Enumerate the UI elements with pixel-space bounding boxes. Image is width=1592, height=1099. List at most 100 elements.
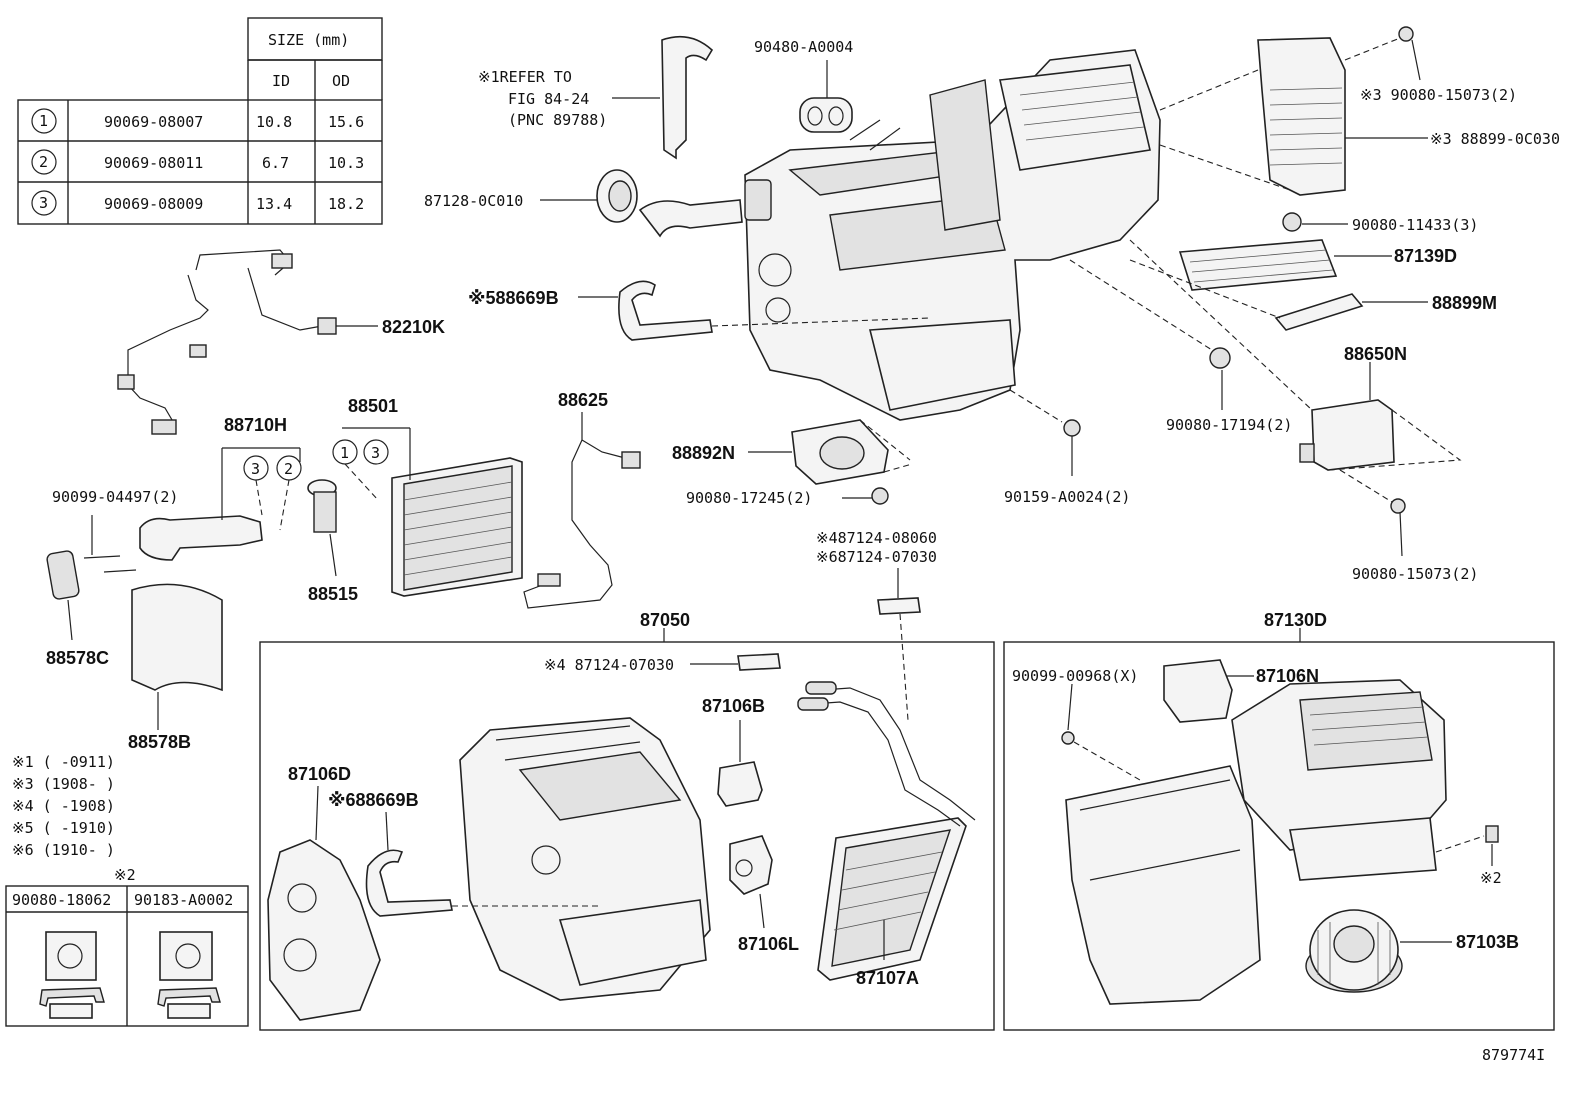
- label-88578B: 88578B: [128, 732, 191, 752]
- sensor-88625: [523, 412, 641, 609]
- filter-87139D: [1178, 239, 1392, 291]
- applicability-notes: ※1 ( -0911) ※3 (1908- ) ※4 ( -1908) ※5 (…: [12, 753, 115, 859]
- label-90080-17245: 90080-17245(2): [686, 489, 812, 507]
- note-1: ※1 ( -0911): [12, 753, 115, 771]
- bolt-90159-A0024: [1009, 389, 1081, 476]
- hose-88669B-top: [578, 280, 931, 341]
- size-table-header: SIZE (mm): [268, 31, 349, 49]
- size-table-col-od: OD: [332, 72, 350, 90]
- valve-88515: [307, 479, 337, 577]
- svg-text:(PNC 89788): (PNC 89788): [508, 111, 607, 129]
- note-4: ※4 ( -1908): [12, 797, 115, 815]
- size-row-od: 10.3: [328, 154, 364, 172]
- blower-case-87130D: [1065, 679, 1447, 1005]
- clip-table-title: ※2: [114, 866, 136, 884]
- hose-88669B-bot: [365, 811, 600, 917]
- label-88892N: 88892N: [672, 443, 735, 463]
- label-87107A: 87107A: [856, 968, 919, 988]
- label-88501: 88501: [348, 396, 398, 416]
- clip-table-col2: 90183-A0002: [134, 891, 233, 909]
- clip-table-col1: 90080-18062: [12, 891, 111, 909]
- label-88899M: 88899M: [1432, 293, 1497, 313]
- mark-1: 1: [340, 444, 349, 462]
- evaporator-88501: 1 3: [332, 427, 523, 597]
- size-row-mark: 2: [39, 153, 48, 171]
- label-90080-17194: 90080-17194(2): [1166, 416, 1292, 434]
- label-82210K: 82210K: [382, 317, 445, 337]
- mark-2: 2: [284, 460, 293, 478]
- bolts-90099-04497: [83, 515, 137, 573]
- size-row-mark: 1: [39, 112, 48, 130]
- duct-88892N: [748, 419, 913, 485]
- pad-88578C: [46, 550, 80, 641]
- label-88515: 88515: [308, 584, 358, 604]
- label-87124-08060: ※487124-08060: [816, 529, 937, 547]
- filter-cover-88899-0C030: [1159, 37, 1428, 196]
- size-row-part: 90069-08009: [104, 195, 203, 213]
- size-row-id: 10.8: [256, 113, 292, 131]
- grommet-90480: [799, 60, 853, 133]
- label-star2: ※2: [1480, 869, 1502, 887]
- label-88650N: 88650N: [1344, 344, 1407, 364]
- label-87139D: 87139D: [1394, 246, 1457, 266]
- label-90080-11433: 90080-11433(3): [1352, 216, 1478, 234]
- servo-87106B: [717, 720, 763, 807]
- label-88899-0C030: ※3 88899-0C030: [1430, 130, 1560, 148]
- servo-87106L: [729, 835, 773, 929]
- insulator-88578B: [131, 583, 223, 730]
- heater-core-unit-87050: [459, 717, 711, 1001]
- clip-90080-11433: [1282, 212, 1348, 232]
- size-row-id: 6.7: [262, 154, 289, 172]
- size-row-id: 13.4: [256, 195, 292, 213]
- label-90099-00968: 90099-00968(X): [1012, 667, 1138, 685]
- heater-unit-assembly: [638, 49, 1161, 421]
- label-90080-15073-bot: 90080-15073(2): [1352, 565, 1478, 583]
- note-6: ※6 (1910- ): [12, 841, 115, 859]
- label-90480-A0004: 90480-A0004: [754, 38, 853, 56]
- label-90159-A0024: 90159-A0024(2): [1004, 488, 1130, 506]
- note-5: ※5 ( -1910): [12, 819, 115, 837]
- servo-87106N: [1163, 659, 1254, 723]
- size-table: SIZE (mm) ID OD 1 90069-08007 10.8 15.6 …: [17, 17, 383, 225]
- label-90080-15073-top: ※3 90080-15073(2): [1360, 86, 1517, 104]
- label-87106N: 87106N: [1256, 666, 1319, 686]
- label-88625: 88625: [558, 390, 608, 410]
- size-table-col-id: ID: [272, 72, 290, 90]
- label-87124-07030-b: ※687124-07030: [816, 548, 937, 566]
- box-87050: [259, 641, 995, 1031]
- heater-core-87107A: [797, 681, 976, 981]
- clip-table: ※2 90080-18062 90183-A0002: [5, 866, 249, 1027]
- size-row-part: 90069-08007: [104, 113, 203, 131]
- size-row-od: 18.2: [328, 195, 364, 213]
- label-87130D: 87130D: [1264, 610, 1327, 630]
- size-row-mark: 3: [39, 194, 48, 212]
- size-row-od: 15.6: [328, 113, 364, 131]
- seal-87128: [540, 169, 638, 223]
- size-row-part: 90069-08011: [104, 154, 203, 172]
- blower-motor-87103B: [1305, 909, 1452, 993]
- pipe-88710H: 3 2: [139, 447, 302, 561]
- harness-82210K: [117, 249, 378, 435]
- label-87124-07030-a: ※4 87124-07030: [544, 656, 674, 674]
- nut-90080-17245: [842, 487, 889, 505]
- screw-90080-15073-top: [1398, 26, 1421, 81]
- label-87106D: 87106D: [288, 764, 351, 784]
- servo-87106D: [267, 785, 381, 1021]
- mark-3: 3: [251, 460, 260, 478]
- screw-90099-00968: [1061, 683, 1141, 781]
- svg-text:※1REFER TO: ※1REFER TO: [478, 68, 572, 86]
- refer-note: ※1REFER TO FIG 84-24 (PNC 89788): [478, 68, 660, 129]
- label-87050: 87050: [640, 610, 690, 630]
- label-87128-0C010: 87128-0C010: [424, 192, 523, 210]
- svg-text:FIG 84-24: FIG 84-24: [508, 90, 589, 108]
- clip-87124-07030-a: [690, 653, 781, 671]
- label-90099-04497: 90099-04497(2): [52, 488, 178, 506]
- screw-90080-15073-bot: [1339, 469, 1406, 557]
- duct-cover-part: [661, 35, 714, 160]
- box-87130D: [1003, 641, 1555, 1031]
- clip-star2: [1435, 825, 1499, 866]
- clip-87124-08060: [877, 568, 921, 721]
- note-3: ※3 (1908- ): [12, 775, 115, 793]
- label-87103B: 87103B: [1456, 932, 1519, 952]
